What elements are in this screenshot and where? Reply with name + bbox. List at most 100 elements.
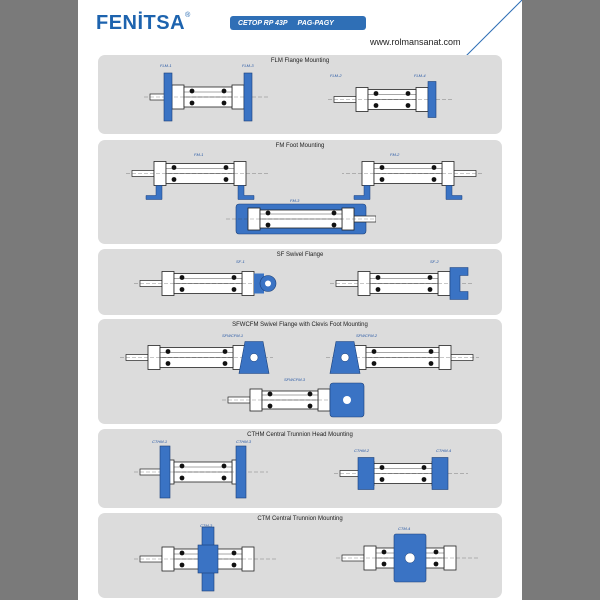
cylinder-drawing-sfwcfm-1 xyxy=(120,341,273,374)
port xyxy=(165,361,171,366)
port xyxy=(223,177,229,182)
clevis-bracket xyxy=(449,267,469,300)
flange-plate xyxy=(163,72,173,122)
port xyxy=(428,361,434,366)
port xyxy=(421,465,427,470)
swivel-body xyxy=(254,273,264,294)
foot-bracket xyxy=(145,185,163,200)
port xyxy=(231,562,237,568)
port xyxy=(165,349,171,354)
port xyxy=(307,391,313,397)
section-title: SF Swivel Flange xyxy=(276,252,324,258)
part-label: SF-2 xyxy=(430,259,439,264)
port xyxy=(189,88,195,94)
port xyxy=(379,177,385,182)
port xyxy=(179,287,185,292)
port xyxy=(179,463,185,469)
port xyxy=(267,391,273,397)
clevis-pin xyxy=(249,353,259,362)
flange-plate xyxy=(243,72,253,122)
section-swivel-flange-clevis-foot: SFWCFM Swivel Flange with Clevis Foot Mo… xyxy=(98,319,502,424)
foot-bracket xyxy=(237,185,255,200)
cylinder-drawing-sf-1 xyxy=(134,271,278,296)
port xyxy=(375,287,381,292)
port xyxy=(381,549,387,555)
section-central-trunnion-head: CTHM Central Trunnion Head Mounting CTHM… xyxy=(98,429,502,508)
port xyxy=(307,403,313,409)
clevis-pin xyxy=(340,353,350,362)
section-title: FM Foot Mounting xyxy=(275,143,325,149)
trunnion-hole xyxy=(404,552,416,564)
port xyxy=(265,222,271,228)
port xyxy=(381,561,387,567)
port xyxy=(421,477,427,482)
port xyxy=(223,165,229,170)
port xyxy=(231,275,237,280)
brand-name: FENİTSA xyxy=(96,12,186,34)
flange-plate xyxy=(427,81,437,118)
port xyxy=(189,100,195,106)
cylinder-drawing-fm-1 xyxy=(126,161,270,200)
trunnion-square xyxy=(357,457,375,490)
port xyxy=(221,88,227,94)
port xyxy=(267,403,273,409)
port xyxy=(179,550,185,556)
port xyxy=(171,177,177,182)
section-foot-mounting: FM Foot Mounting FM-1 FM-2 FM-3 xyxy=(98,140,502,244)
part-label: SFWCFM-2 xyxy=(356,333,378,338)
brand-logo: FENİTSA® xyxy=(96,12,191,35)
catalog-series: PAG-PAGY xyxy=(297,19,334,27)
clevis-pin xyxy=(343,396,351,404)
port xyxy=(375,275,381,280)
port xyxy=(373,91,379,96)
port xyxy=(379,165,385,170)
cylinder-drawing-sfwcfm-2 xyxy=(326,341,479,374)
foot-bracket xyxy=(445,185,463,200)
cylinder-drawing-flm-front xyxy=(144,72,268,122)
catalog-page: FENİTSA® CETOP RP 43P PAG-PAGY www.rolma… xyxy=(78,0,522,600)
cylinder-drawing-sf-2 xyxy=(330,267,474,300)
cylinder-drawing-fm-2 xyxy=(342,161,482,200)
port xyxy=(431,177,437,182)
part-label: CTHM-2 xyxy=(354,448,370,453)
port xyxy=(179,562,185,568)
port xyxy=(379,465,385,470)
part-label: FLM-1 xyxy=(160,63,172,68)
cylinder-drawing-sfwcfm-3 xyxy=(222,382,365,418)
section-flange-mounting: FLM Flange Mounting FLM-1 FLM-3 FLM-2 FL… xyxy=(98,55,502,134)
part-label: FLM-3 xyxy=(242,63,254,68)
port xyxy=(331,210,337,216)
catalog-title-bar: CETOP RP 43P PAG-PAGY xyxy=(230,16,366,30)
port xyxy=(428,349,434,354)
port xyxy=(427,275,433,280)
part-label: FM-2 xyxy=(390,152,400,157)
port xyxy=(222,349,228,354)
port xyxy=(379,477,385,482)
port xyxy=(433,561,439,567)
website-link[interactable]: www.rolmansanat.com xyxy=(370,37,461,47)
trunnion-block xyxy=(235,445,247,499)
section-swivel-flange: SF Swivel Flange SF-1 SF-2 xyxy=(98,249,502,315)
part-label: CTM-4 xyxy=(398,526,411,531)
section-title: FLM Flange Mounting xyxy=(270,58,330,64)
port xyxy=(265,210,271,216)
section-title: CTM Central Trunnion Mounting xyxy=(257,516,343,522)
port xyxy=(431,165,437,170)
catalog-code: CETOP RP 43P xyxy=(238,19,288,27)
port xyxy=(331,222,337,228)
part-label: FM-1 xyxy=(194,152,204,157)
port xyxy=(179,475,185,481)
part-label: FM-3 xyxy=(290,198,300,203)
port xyxy=(231,550,237,556)
part-label: FLM-4 xyxy=(414,73,426,78)
port xyxy=(221,475,227,481)
part-label: CTHM-1 xyxy=(152,439,168,444)
cylinder-drawing-fm-3 xyxy=(226,203,376,235)
port xyxy=(231,287,237,292)
port xyxy=(405,103,411,108)
part-label: SFWCFM-3 xyxy=(284,377,306,382)
cylinder-drawing-flm-rear xyxy=(328,81,452,118)
part-label: CTHM-3 xyxy=(236,439,252,444)
port xyxy=(221,100,227,106)
port xyxy=(427,287,433,292)
